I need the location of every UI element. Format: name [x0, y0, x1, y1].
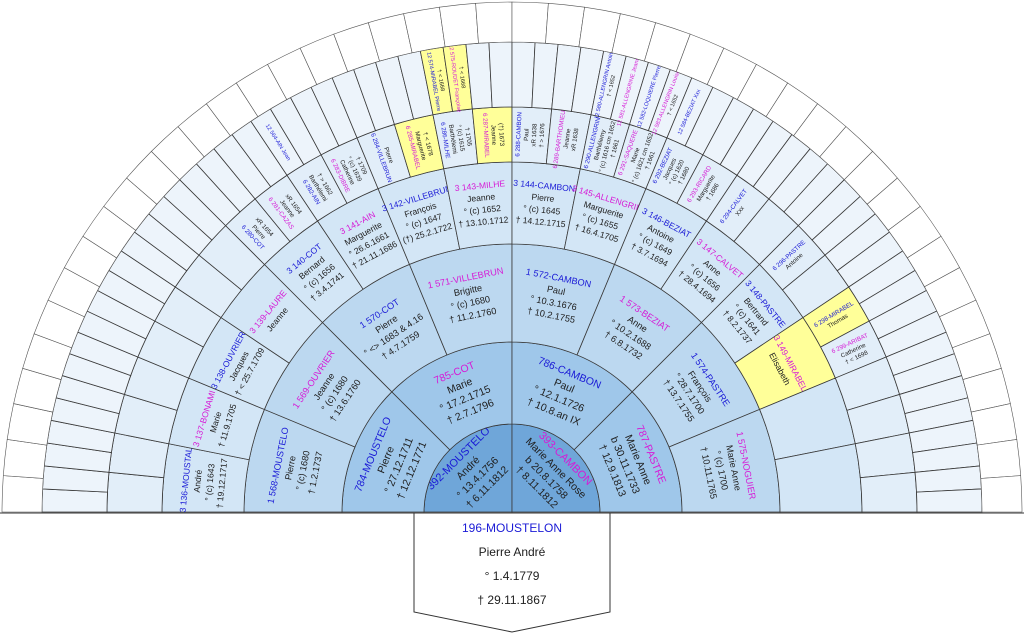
ancestor-detail: André — [192, 469, 204, 493]
ancestor-detail: Paul — [523, 128, 531, 141]
ancestor-cell-empty[interactable] — [488, 41, 513, 108]
ancestor-detail: ° (c) 1643 — [203, 463, 217, 501]
ancestor-detail: ° (c) 1645 — [523, 203, 561, 217]
ancestor-cell-empty[interactable] — [511, 41, 536, 108]
ancestor-name: 3 143-MILHE — [454, 178, 506, 193]
ancestor-cell-empty[interactable] — [475, 1, 513, 44]
ancestor-cell-empty[interactable] — [976, 439, 1022, 479]
ancestor-detail: † 19.12.1717 — [214, 458, 229, 509]
ancestor-cell-empty[interactable] — [439, 2, 479, 48]
root-death: † 29.11.1867 — [477, 593, 547, 607]
ancestor-detail: † 1661 — [610, 138, 622, 159]
ancestor-cell-empty[interactable] — [41, 488, 108, 513]
ancestor-detail: † 13.10.1712 — [458, 214, 509, 229]
ancestor-detail: † > 1676 — [538, 123, 546, 148]
ancestor-detail: † < 1652 — [607, 75, 618, 98]
ancestor-detail: Jeanne — [563, 128, 573, 150]
ancestor-detail: xR 1638 — [570, 127, 580, 151]
ancestor-detail: (†) 1673 — [497, 123, 505, 147]
ancestor-cell-empty[interactable] — [511, 1, 549, 44]
ancestor-detail: Jeanne — [467, 191, 496, 204]
root-given-name: Pierre André — [479, 545, 546, 559]
ancestor-cell-empty[interactable] — [916, 488, 983, 513]
ancestor-cell-empty[interactable] — [980, 475, 1023, 513]
ancestor-detail: † 14.12.1715 — [515, 214, 566, 229]
ancestor-detail: Pierre — [531, 192, 555, 204]
ancestor-detail: Jeanne — [489, 125, 497, 146]
root-person-box[interactable]: 196-MOUSTELON Pierre André ° 1.4.1779 † … — [413, 512, 611, 633]
ancestor-name: 6 288-CAMBON — [514, 112, 523, 157]
ancestor-detail: † < 1668 — [435, 69, 445, 92]
ancestor-detail: xR 1638 — [530, 123, 538, 147]
ancestor-cell-empty[interactable] — [106, 471, 165, 513]
ancestor-name: 6 287-MIRABEL — [481, 113, 490, 159]
root-name: 196-MOUSTELON — [462, 521, 562, 535]
ancestor-detail: Barthélemi — [447, 124, 458, 154]
root-birth: ° 1.4.1779 — [485, 569, 540, 583]
ancestor-detail: † 1705 — [463, 127, 473, 147]
ancestor-detail: ° (c) 1652 — [463, 203, 501, 217]
ancestor-detail: Paul — [546, 284, 566, 297]
ancestor-detail: Pierre — [283, 455, 298, 481]
ancestor-detail: Marie — [630, 146, 642, 163]
ancestor-detail: † < 1668 — [457, 66, 466, 89]
ancestor-cell-empty[interactable] — [1, 475, 44, 513]
ancestor-cell-empty[interactable] — [2, 439, 48, 479]
ancestor-detail: ° (c) 1615 — [455, 124, 466, 152]
ancestor-cell-empty[interactable] — [545, 2, 585, 48]
ancestor-cell-empty[interactable] — [859, 471, 918, 513]
